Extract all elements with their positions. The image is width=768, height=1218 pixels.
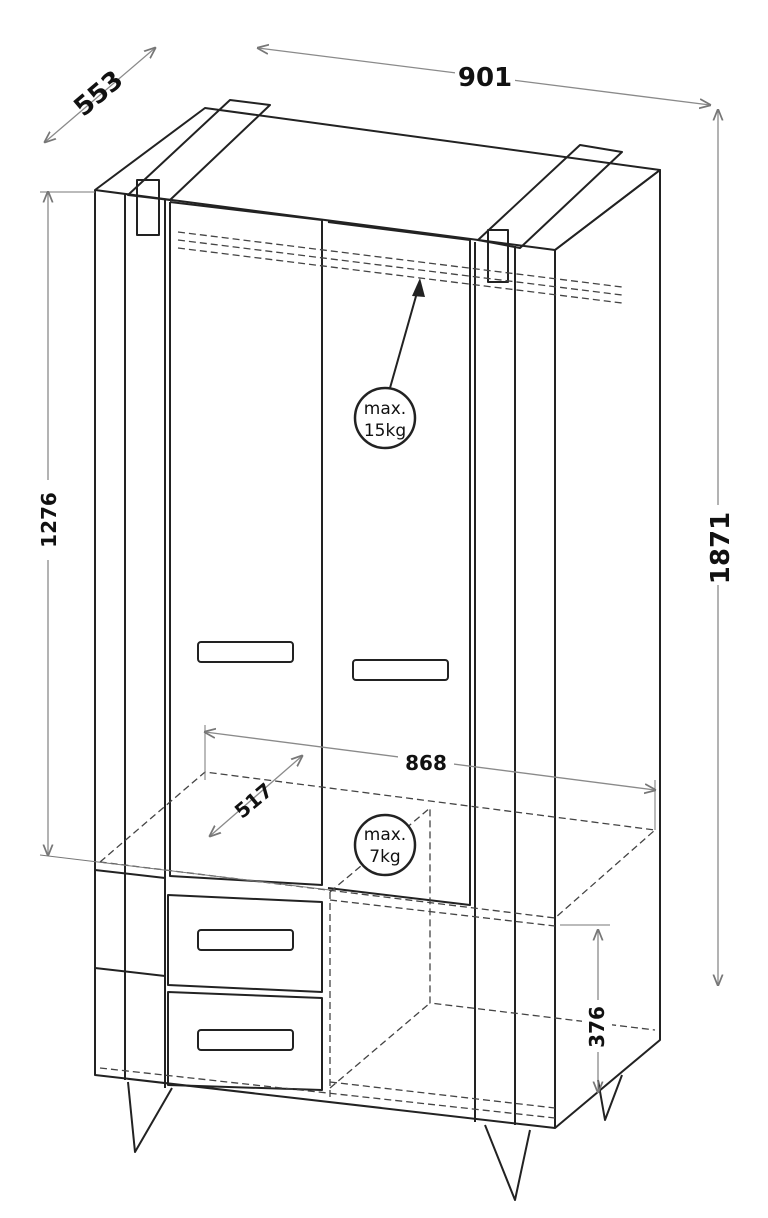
- dim-width: 901: [458, 63, 512, 93]
- shelf-load-callout: max. 7kg: [353, 813, 417, 877]
- dim-height-total: 1871: [706, 512, 736, 584]
- svg-text:7kg: 7kg: [369, 847, 400, 867]
- dimension-lines: [39, 48, 718, 1092]
- svg-text:15kg: 15kg: [364, 421, 406, 441]
- open-compartment: [99, 771, 657, 1119]
- dim-inner-depth: 517: [230, 778, 277, 823]
- dim-height-upper: 1276: [37, 492, 61, 548]
- rail-load-callout: max. 15kg: [353, 278, 425, 450]
- handles: [197, 641, 449, 1051]
- dim-inner-width: 868: [405, 751, 447, 775]
- svg-text:max.: max.: [364, 825, 406, 845]
- wardrobe-body: [94, 99, 661, 1129]
- dim-shelf-height: 376: [585, 1006, 609, 1048]
- dimension-labels: 901 553 1871 1276 868 517 376: [34, 58, 736, 1052]
- hanging-rail: [177, 231, 623, 304]
- hairpin-legs: [127, 1074, 623, 1201]
- svg-text:max.: max.: [364, 399, 406, 419]
